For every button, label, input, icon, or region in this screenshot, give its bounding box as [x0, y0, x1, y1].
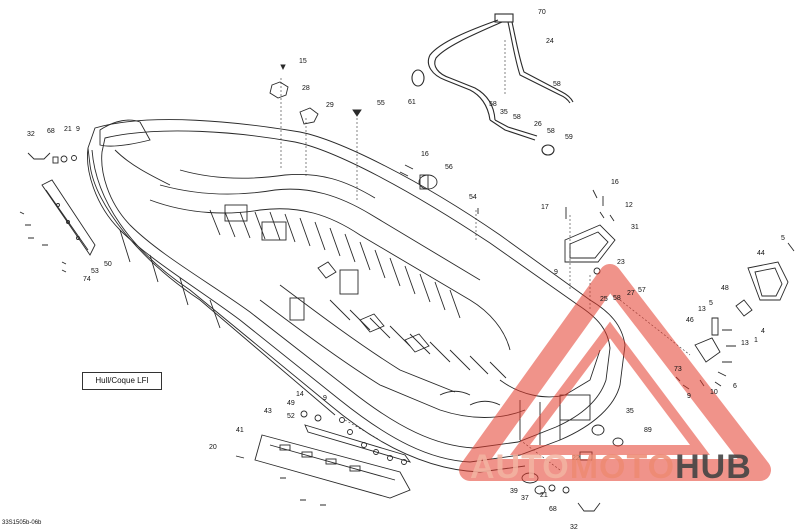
watermark-part2: MOTO: [569, 448, 676, 486]
callout-55: 55: [377, 100, 385, 107]
callout-46: 46: [686, 317, 694, 324]
callout-50: 50: [104, 261, 112, 268]
hose-assembly: [411, 13, 574, 156]
callout-5: 5: [709, 300, 713, 307]
callout-68: 68: [549, 506, 557, 513]
callout-4: 4: [761, 328, 765, 335]
callout-54: 54: [469, 194, 477, 201]
callout-58: 58: [613, 295, 621, 302]
callout-61: 61: [408, 99, 416, 106]
watermark-text: AUTOMOTOHUB: [470, 448, 752, 487]
callout-57: 57: [638, 287, 646, 294]
callout-49: 49: [287, 400, 295, 407]
callout-25: 25: [600, 296, 608, 303]
callout-27: 27: [627, 290, 635, 297]
watermark-logo: [459, 264, 771, 481]
callout-31: 31: [631, 224, 639, 231]
callout-37: 37: [521, 495, 529, 502]
callout-15: 15: [299, 58, 307, 65]
callout-44: 44: [757, 250, 765, 257]
callout-14: 14: [296, 391, 304, 398]
callout-10: 10: [710, 389, 718, 396]
callout-59: 59: [565, 134, 573, 141]
callout-23: 23: [617, 259, 625, 266]
callout-70: 70: [538, 9, 546, 16]
callout-56: 56: [445, 164, 453, 171]
callout-58: 58: [489, 101, 497, 108]
callout-9: 9: [76, 126, 80, 133]
callout-39: 39: [510, 488, 518, 495]
callout-16: 16: [611, 179, 619, 186]
callout-32: 32: [27, 131, 35, 138]
callout-43: 43: [264, 408, 272, 415]
callout-58: 58: [553, 81, 561, 88]
callout-74: 74: [83, 276, 91, 283]
callout-5: 5: [781, 235, 785, 242]
callout-24: 24: [546, 38, 554, 45]
callout-labels: 70 24 58 61 58 35 58 26 58 59 15 28 29 5…: [27, 9, 785, 531]
watermark-part3: HUB: [675, 448, 752, 486]
callout-22: 22: [572, 455, 580, 462]
callout-89: 89: [644, 427, 652, 434]
callout-73: 73: [674, 366, 682, 373]
callout-20: 20: [209, 444, 217, 451]
callout-68: 68: [47, 128, 55, 135]
callout-9: 9: [554, 269, 558, 276]
callout-26: 26: [534, 121, 542, 128]
watermark-part1: AUTO: [470, 448, 570, 486]
callout-6: 6: [733, 383, 737, 390]
callout-48: 48: [721, 285, 729, 292]
callout-17: 17: [541, 204, 549, 211]
callout-16: 16: [421, 151, 429, 158]
hull-drawing: [87, 119, 626, 473]
callout-53: 53: [91, 268, 99, 275]
callout-12: 12: [625, 202, 633, 209]
drawing-code: 33S1505b-06b: [2, 520, 42, 526]
callout-13: 13: [741, 340, 749, 347]
callout-21: 21: [64, 126, 72, 133]
callout-52: 52: [287, 413, 295, 420]
callout-58: 58: [547, 128, 555, 135]
callout-35: 35: [500, 109, 508, 116]
callout-32: 32: [570, 524, 578, 531]
callout-21: 21: [540, 492, 548, 499]
callout-13: 13: [698, 306, 706, 313]
callout-29: 29: [326, 102, 334, 109]
callout-35: 35: [626, 408, 634, 415]
callout-41: 41: [236, 427, 244, 434]
callout-1: 1: [754, 337, 758, 344]
callout-58: 58: [513, 114, 521, 121]
callout-9: 9: [323, 395, 327, 402]
callout-28: 28: [302, 85, 310, 92]
callout-9: 9: [687, 393, 691, 400]
diagram-caption: Hull/Coque LFI: [82, 372, 162, 390]
small-parts: [19, 64, 795, 512]
